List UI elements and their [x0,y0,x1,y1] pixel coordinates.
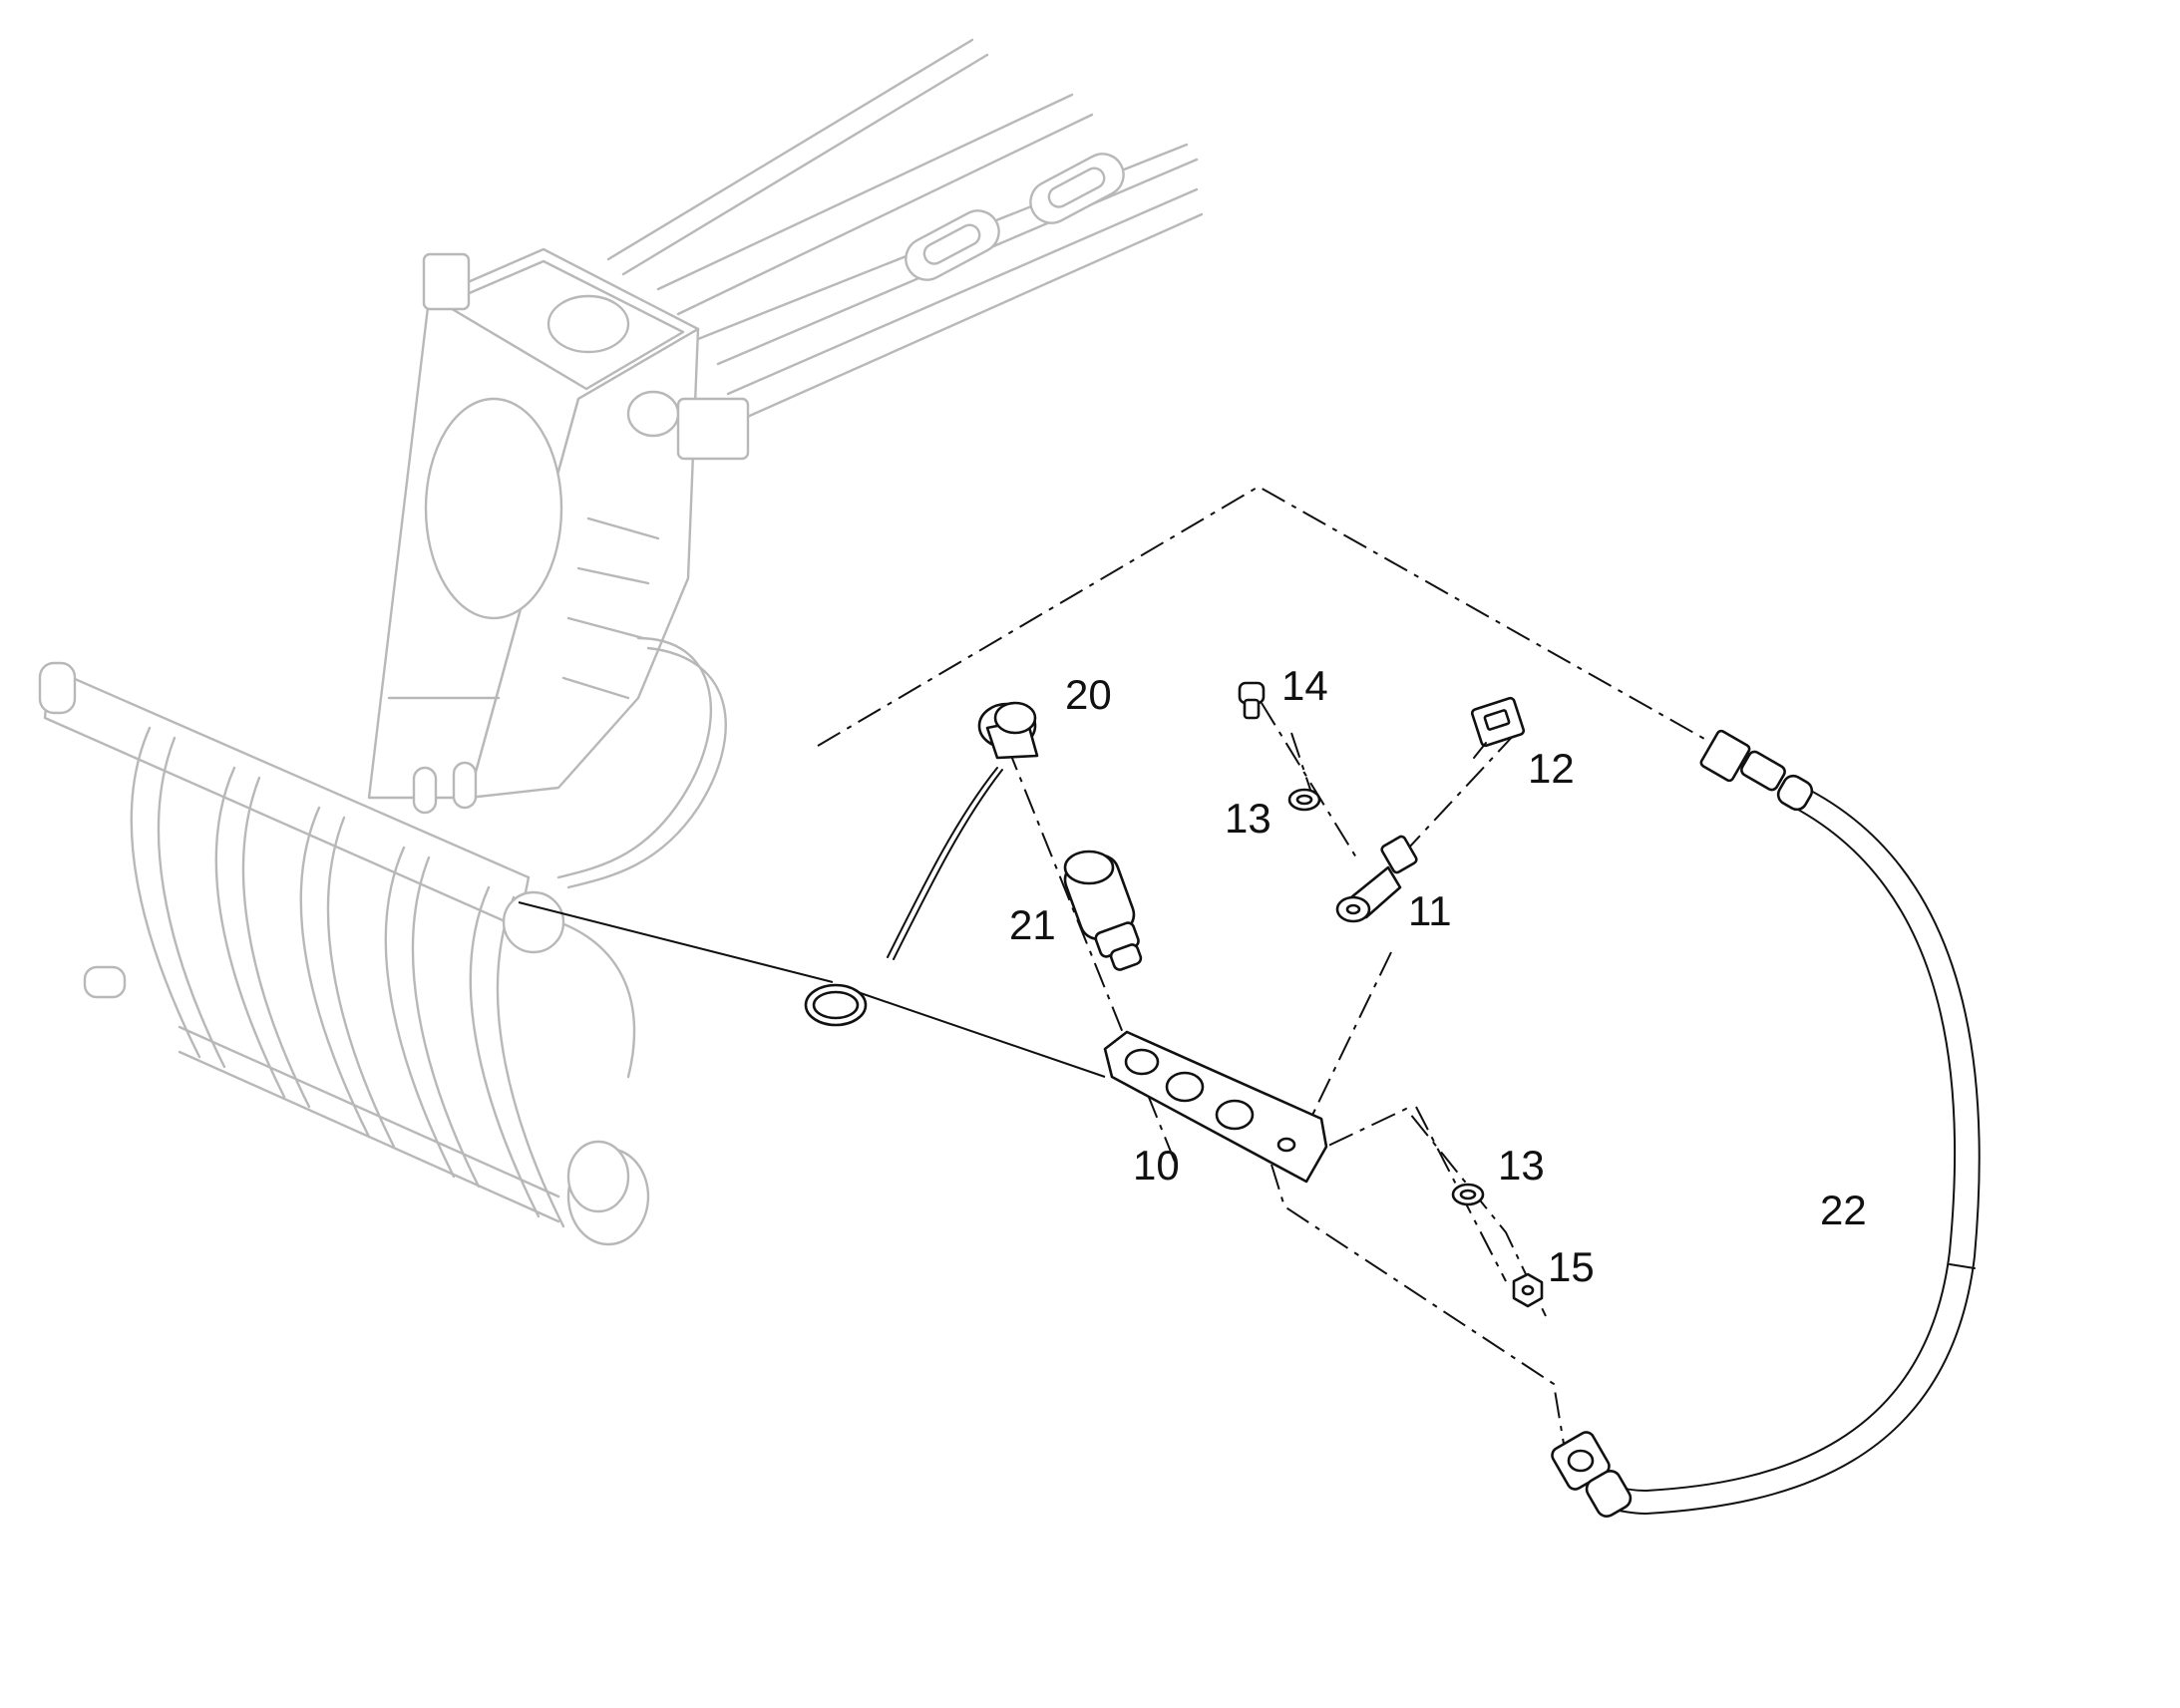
callout-21: 21 [1009,901,1056,948]
callout-13-upper: 13 [1225,795,1272,842]
part-10-bracket [1103,1030,1328,1184]
callout-12: 12 [1528,745,1575,792]
boom-arms [606,38,1204,421]
part-22-hose [1551,729,1981,1518]
part-15-nut [1512,1272,1544,1308]
background-assembly [38,38,1204,1246]
part-13-washer-upper [1287,788,1321,812]
tower-frame [367,247,750,889]
part-21-coupler [1063,850,1143,971]
callout-15: 15 [1548,1243,1595,1290]
part-20-dust-cap [804,701,1039,1027]
part-13-washer-lower [1451,1183,1485,1206]
part-11-ring-terminal [1335,835,1418,923]
rake-teeth [130,726,565,1228]
callout-14: 14 [1281,662,1328,709]
callout-10: 10 [1133,1142,1180,1189]
callout-labels: 20 14 12 13 21 11 10 13 22 15 [1009,662,1867,1290]
rake-assembly [38,661,650,1246]
callout-22: 22 [1820,1187,1867,1233]
part-12-connector [1470,696,1526,759]
callout-20: 20 [1065,671,1112,718]
callout-13-lower: 13 [1498,1142,1545,1189]
callout-11: 11 [1408,887,1452,934]
part-14-bolt [1238,681,1266,720]
